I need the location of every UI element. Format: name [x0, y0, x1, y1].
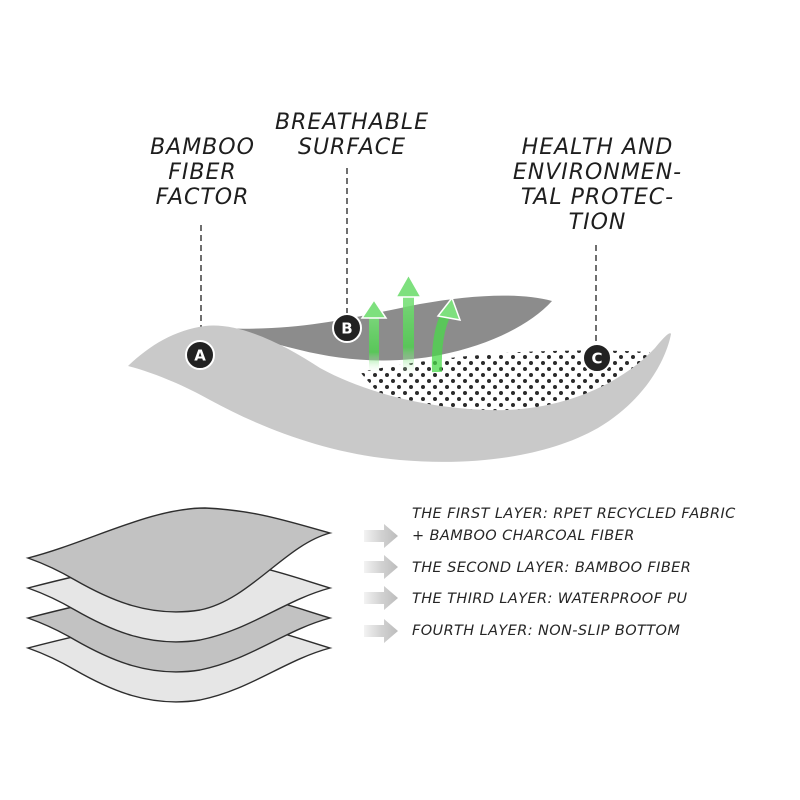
breathable-arrow-center-icon [394, 273, 423, 378]
layer-2-description: THE SECOND LAYER: BAMBOO FIBER [412, 560, 692, 576]
breathable-arrow-right-icon [431, 296, 462, 373]
layer-arrow-1-icon [364, 524, 398, 548]
label-bamboo-fiber-factor: BAMBOO FIBER FACTOR [150, 135, 255, 210]
top-fabric-flap [215, 295, 552, 361]
breathable-arrows [360, 273, 462, 378]
layer-4-description: FOURTH LAYER: NON-SLIP BOTTOM [412, 623, 681, 639]
label-breathable-surface: BREATHABLE SURFACE [274, 110, 429, 160]
layer-3-description: THE THIRD LAYER: WATERPROOF PU [412, 591, 688, 607]
label-health-environmental: HEALTH AND ENVIRONMEN- TAL PROTEC- TION [512, 135, 683, 235]
marker-c-letter: C [591, 350, 602, 368]
gray-fabric-body [128, 325, 671, 462]
layer-arrow-4-icon [364, 619, 398, 643]
layer-stack [25, 507, 333, 703]
layer-stack-first [25, 507, 333, 613]
marker-c: C [582, 343, 612, 373]
breathable-arrow-left-icon [360, 298, 388, 374]
layer-1-description: THE FIRST LAYER: RPET RECYCLED FABRIC + … [412, 506, 736, 544]
marker-a-letter: A [194, 347, 206, 365]
layer-arrow-3-icon [364, 586, 398, 610]
marker-b-letter: B [341, 320, 352, 338]
layer-arrow-2-icon [364, 555, 398, 579]
marker-a: A [185, 340, 215, 370]
marker-b: B [332, 313, 362, 343]
